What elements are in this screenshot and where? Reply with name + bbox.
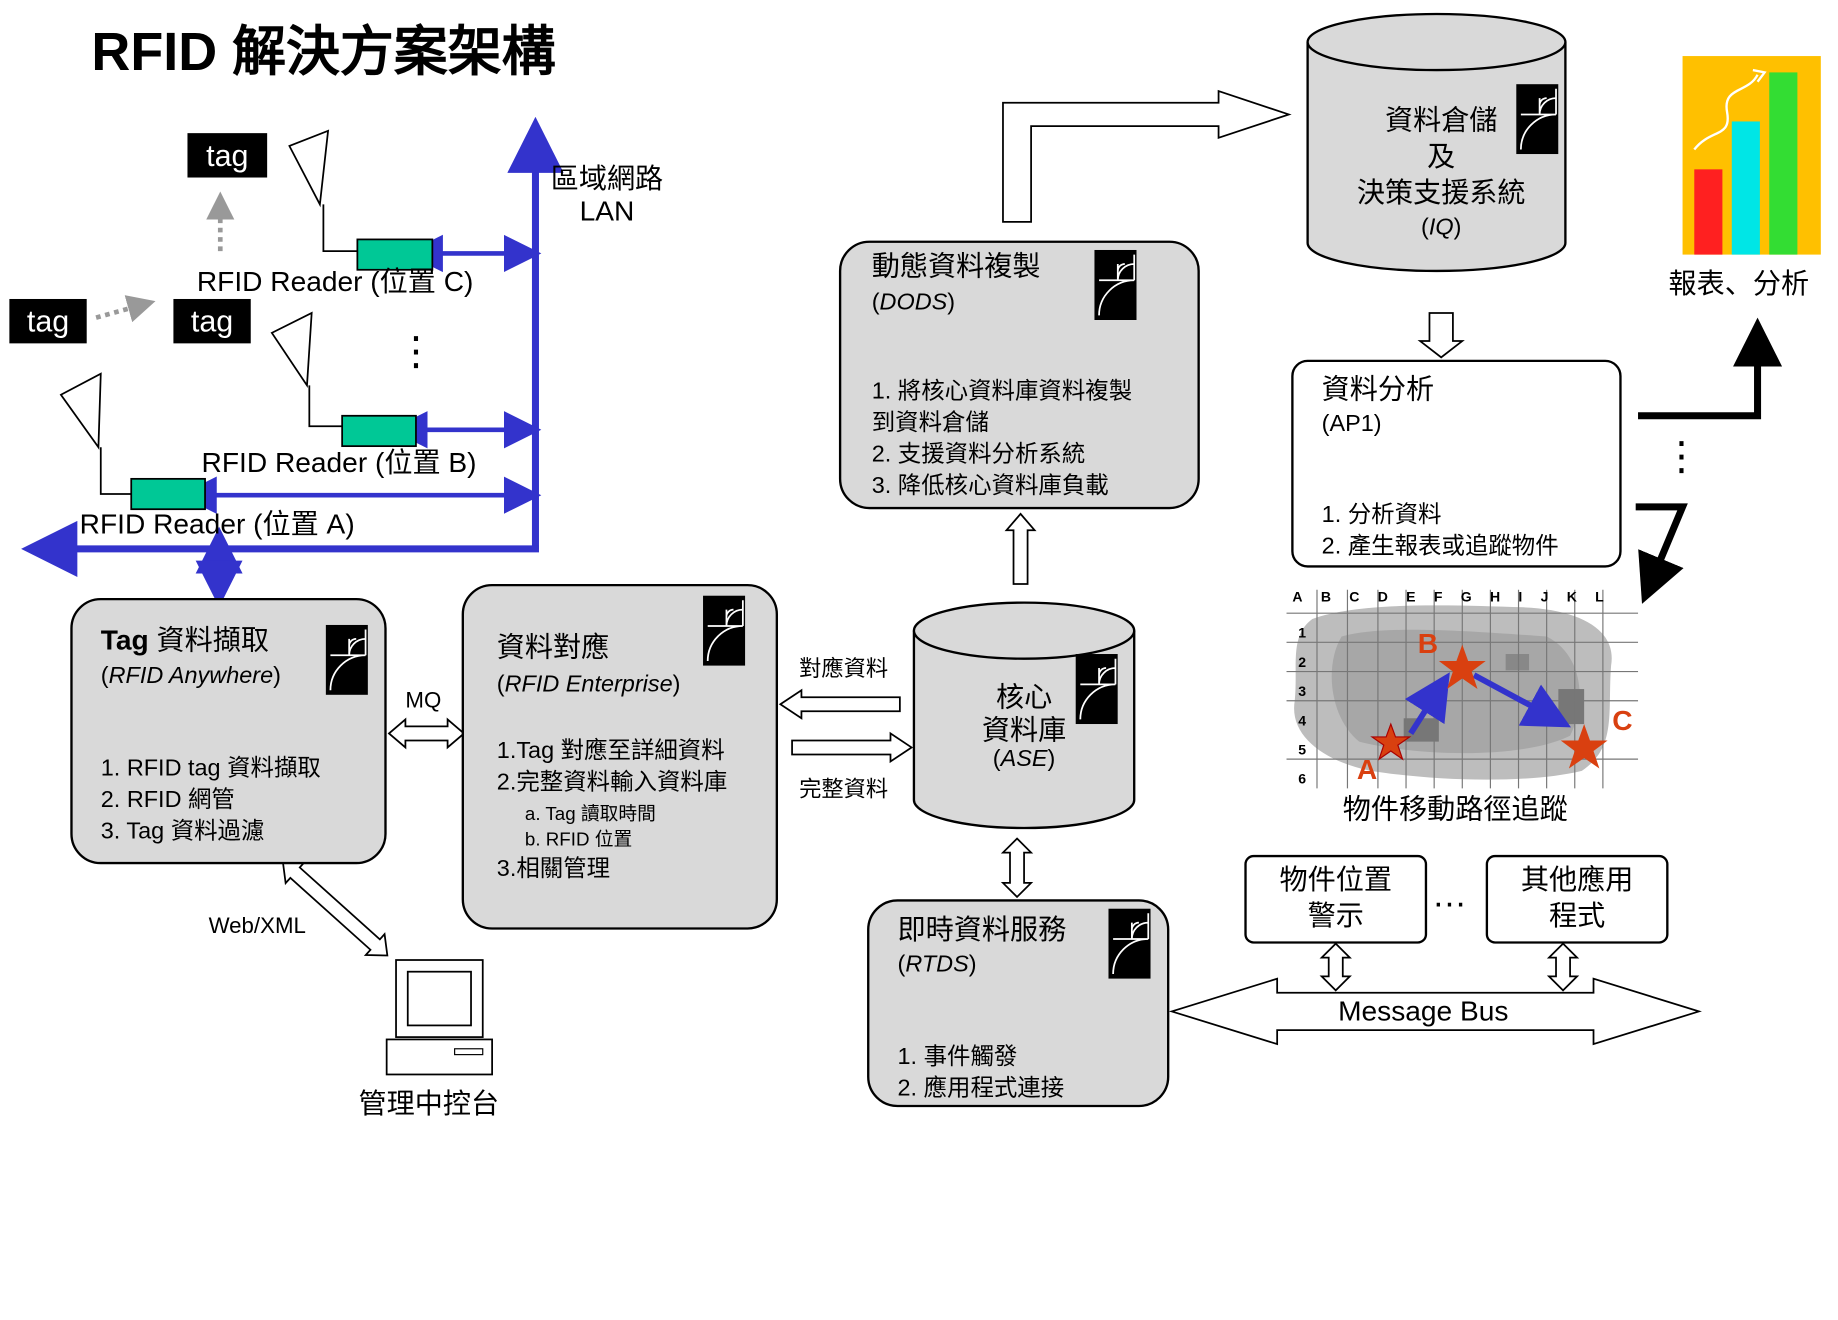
message-bus-label: Message Bus <box>1338 996 1509 1028</box>
report-label: 報表、分析 <box>1668 268 1810 301</box>
dods-title: 動態資料複製 <box>871 251 1041 283</box>
console-label: 管理中控台 <box>358 1088 500 1121</box>
rtds-title: 即時資料服務 <box>897 914 1067 946</box>
complete-data-label: 完整資料 <box>799 777 889 803</box>
db-to-dods-arrow <box>1004 512 1037 585</box>
other-app-box <box>1485 854 1669 944</box>
star-b <box>1438 644 1486 690</box>
analysis-title: 資料分析 <box>1321 373 1435 406</box>
analysis-to-tracking-arrow <box>1635 503 1688 604</box>
reader-dots: ⋮ <box>396 329 436 374</box>
spiral-logo-icon <box>1516 84 1559 155</box>
tag-read-arrow-right <box>95 295 156 323</box>
app-dots: … <box>1431 875 1467 915</box>
page-title: RFID 解決方案架構 <box>91 21 556 82</box>
star-a <box>1370 722 1412 761</box>
webxml-arrow <box>281 860 389 957</box>
analysis-dots: ⋮ <box>1661 434 1702 479</box>
alert-box <box>1244 854 1428 944</box>
tracking-map <box>1286 589 1639 789</box>
webxml-label: Web/XML <box>208 914 306 939</box>
point-b-label: B <box>1417 628 1439 660</box>
tag-chip-mid: tag <box>173 298 251 344</box>
spiral-logo-icon <box>1075 654 1118 725</box>
dods-box <box>838 240 1200 510</box>
reader-c <box>288 129 434 271</box>
db-rtds-arrow <box>1000 837 1034 899</box>
otherapp-bus-arrow <box>1546 942 1580 992</box>
analysis-sub: (AP1) <box>1321 411 1382 437</box>
report-chart-icon <box>1682 56 1821 255</box>
spiral-logo-icon <box>1108 908 1151 979</box>
map-arrow <box>778 688 901 720</box>
mq-arrow <box>387 717 466 750</box>
alert-label: 物件位置警示 <box>1279 864 1392 933</box>
reader-c-label: RFID Reader (位置 C) <box>196 266 474 298</box>
analysis-box <box>1291 359 1622 568</box>
map-col-labels: ABCDEFGHIJKL <box>1292 588 1623 605</box>
star-c <box>1560 724 1608 769</box>
reader-a <box>59 372 206 511</box>
other-app-label: 其他應用程式 <box>1520 864 1634 933</box>
tracking-label: 物件移動路徑追蹤 <box>1342 794 1568 826</box>
tag-chip-top: tag <box>187 133 268 178</box>
analysis-to-report-arrow <box>1638 317 1783 420</box>
computer-icon <box>385 959 493 1076</box>
point-a-label: A <box>1356 754 1378 786</box>
core-db-label: 核心資料庫 (ASE) <box>981 682 1067 773</box>
enterprise-item3: 3.相關管理 <box>496 856 611 882</box>
complete-arrow <box>791 731 914 764</box>
warehouse-label: 資料倉儲及決策支援系統 (IQ) <box>1356 105 1526 241</box>
spiral-logo-icon <box>325 624 368 695</box>
reader-a-label: RFID Reader (位置 A) <box>79 509 355 541</box>
tag-capture-title: Tag 資料擷取 <box>100 624 269 657</box>
diagram-canvas <box>21 12 1821 1076</box>
message-bus <box>1168 977 1702 1046</box>
point-c-label: C <box>1612 705 1633 737</box>
dods-to-warehouse-arrow <box>1002 89 1292 223</box>
dods-sub: (DODS) <box>871 289 956 316</box>
spiral-logo-icon <box>703 595 746 666</box>
mq-label: MQ <box>405 689 442 714</box>
enterprise-sub: (RFID Enterprise) <box>496 671 681 698</box>
reader-b <box>270 311 417 448</box>
tag-chip-left: tag <box>9 298 87 344</box>
warehouse-to-analysis-arrow <box>1417 312 1465 359</box>
tag-capture-sub: (RFID Anywhere) <box>100 663 281 690</box>
enterprise-title: 資料對應 <box>496 631 610 664</box>
reader-b-label: RFID Reader (位置 B) <box>201 447 477 479</box>
lan-backbone <box>21 116 564 608</box>
rtds-sub: (RTDS) <box>897 951 977 978</box>
spiral-logo-icon <box>1094 249 1137 321</box>
warehouse-cylinder <box>1306 12 1567 273</box>
alert-bus-arrow <box>1319 942 1352 992</box>
map-data-label: 對應資料 <box>799 657 889 683</box>
